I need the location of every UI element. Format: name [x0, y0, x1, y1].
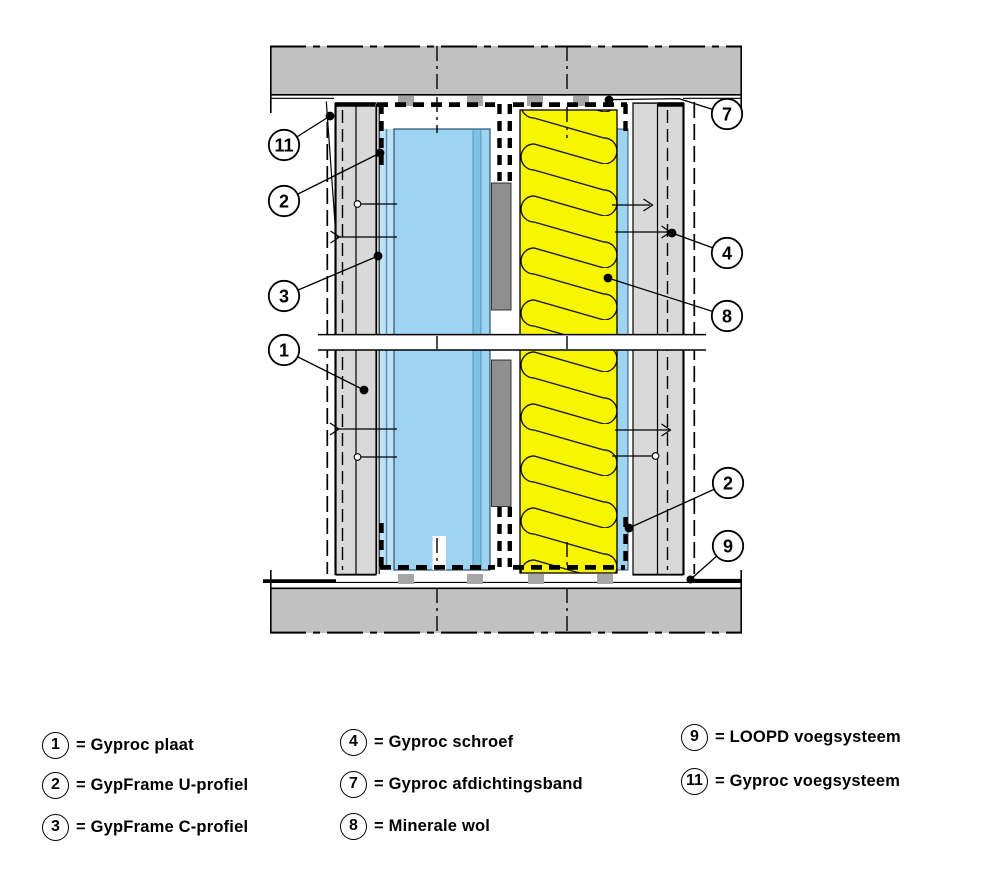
legend-number-badge: 8	[340, 812, 367, 840]
callout-number: 4	[722, 243, 732, 263]
callout-7: 7	[710, 97, 744, 131]
board-joint-gap	[432, 536, 446, 570]
legend-item-2: 2 = GypFrame U-profiel	[42, 771, 248, 799]
legend-item-label: = Gyproc afdichtingsband	[374, 774, 583, 793]
legend-number-badge: 7	[340, 770, 367, 798]
legend-number-badge: 3	[42, 813, 69, 841]
legend-item-8: 8 = Minerale wol	[340, 812, 490, 840]
floor-slab-body	[270, 588, 742, 633]
legend-item-label: = Minerale wol	[374, 816, 491, 835]
callout-2-top: 2	[267, 184, 301, 218]
callout-3: 3	[267, 279, 301, 313]
callout-11: 11	[267, 128, 301, 162]
legend-item-3: 3 = GypFrame C-profiel	[42, 813, 248, 841]
joint-finish-line	[325, 101, 336, 230]
legend-item-11: 11 = Gyproc voegsysteem	[681, 767, 900, 795]
legend-number-badge: 9	[681, 723, 708, 751]
callout-number: 1	[279, 340, 289, 360]
callout-number: 7	[722, 104, 732, 124]
screw-head-icon	[643, 198, 654, 212]
screw-head-icon	[330, 230, 341, 244]
legend-item-label: = Gyproc voegsysteem	[715, 771, 901, 790]
break-lines	[318, 333, 706, 351]
callout-1: 1	[267, 333, 301, 367]
screw-head-icon	[353, 200, 362, 208]
legend-number-badge: 11	[681, 767, 708, 795]
callout-9: 9	[711, 529, 745, 563]
screw-head-icon	[329, 422, 341, 436]
legend-number-badge: 4	[340, 728, 367, 756]
callout-number: 9	[723, 536, 733, 556]
legend-item-label: = LOOPD voegsysteem	[715, 727, 901, 746]
callout-8: 8	[710, 299, 744, 333]
wall-section-diagram: 11 2 3 1 7 4 8 2 9	[263, 45, 745, 634]
steel-stud	[491, 182, 512, 507]
screw-head-icon	[353, 453, 362, 461]
legend-item-label: = Gyproc schroef	[374, 732, 514, 751]
callout-number: 8	[722, 306, 732, 326]
screw-head-icon	[651, 452, 660, 460]
callout-number: 2	[279, 191, 289, 211]
legend-item-4: 4 = Gyproc schroef	[340, 728, 513, 756]
legend-item-1: 1 = Gyproc plaat	[42, 731, 194, 759]
legend-item-9: 9 = LOOPD voegsysteem	[681, 723, 901, 751]
legend-item-label: = Gyproc plaat	[76, 735, 194, 754]
callout-number: 2	[723, 473, 733, 493]
callout-4: 4	[710, 236, 744, 270]
legend-item-label: = GypFrame U-profiel	[76, 775, 249, 794]
callout-number: 11	[274, 135, 293, 155]
ceiling-slab	[269, 45, 743, 113]
legend-item-7: 7 = Gyproc afdichtingsband	[340, 770, 583, 798]
sealing-tape-bottom	[379, 507, 628, 584]
callout-leaders	[283, 97, 729, 584]
sealing-band-marker-dot	[604, 95, 614, 105]
screw-symbols	[329, 198, 672, 461]
callout-balloons: 11 2 3 1 7 4 8 2 9	[267, 97, 745, 563]
legend-number-badge: 1	[42, 731, 69, 759]
ceiling-slab-body	[270, 46, 742, 95]
callout-2-bottom: 2	[711, 466, 745, 500]
legend-number-badge: 2	[42, 771, 69, 799]
stud-centerlines	[436, 97, 568, 570]
legend-item-label: = GypFrame C-profiel	[76, 817, 249, 836]
callout-number: 3	[279, 286, 289, 306]
screw-head-icon	[661, 423, 672, 437]
floor-slab	[263, 570, 743, 634]
